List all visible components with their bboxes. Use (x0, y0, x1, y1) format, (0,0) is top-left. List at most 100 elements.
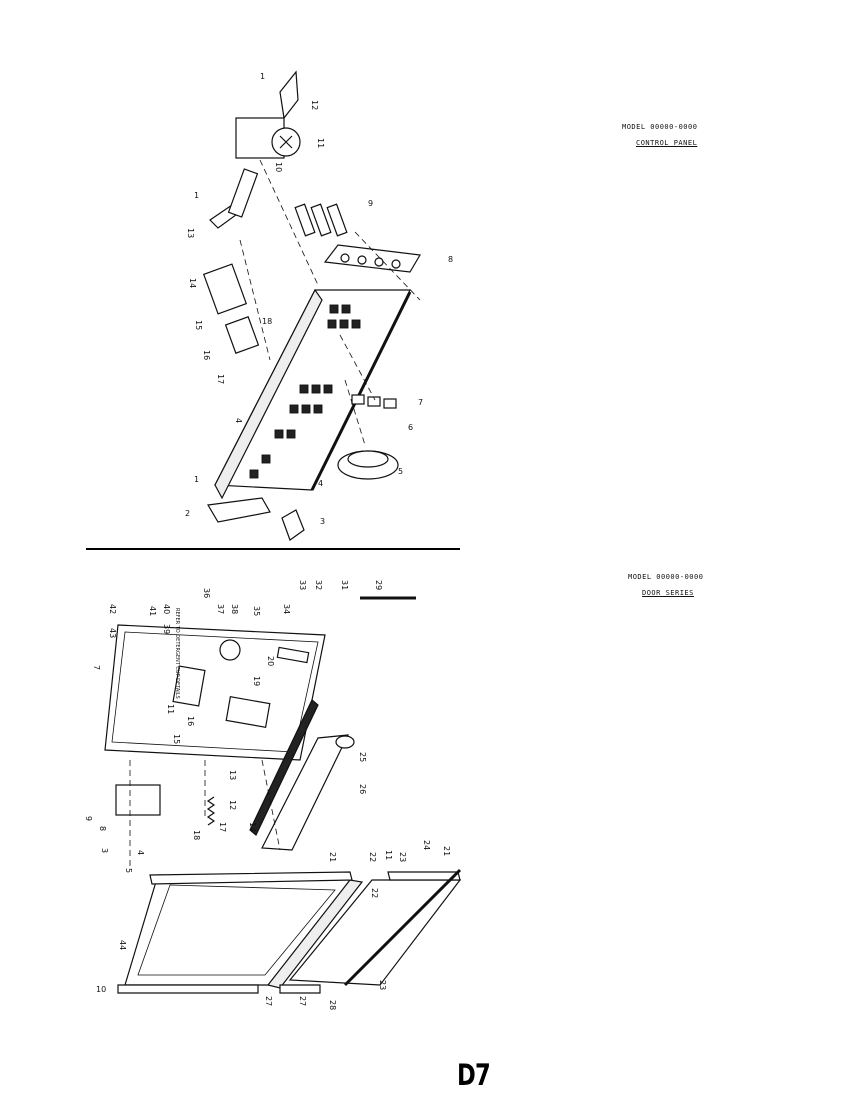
door-seal-strip (249, 699, 319, 836)
callout-17: 17 (218, 822, 227, 832)
callout-26: 26 (358, 784, 367, 794)
control-panel-edge (214, 288, 323, 500)
callout-21: 21 (328, 852, 337, 862)
callout-16: 16 (186, 716, 195, 726)
callout-31: 31 (340, 580, 349, 590)
callout-4: 4 (234, 418, 243, 423)
detergent-cup-note: REFER TO DETERGENT CUP DETAILS (174, 608, 180, 699)
callout-27: 27 (264, 996, 273, 1006)
callout-4: 4 (136, 850, 145, 855)
door-spring (206, 796, 216, 826)
page-number: D7 (457, 1058, 491, 1092)
callout-14: 14 (188, 278, 197, 288)
callout-25: 25 (358, 752, 367, 762)
callout-9: 9 (84, 816, 93, 821)
switch-15 (224, 316, 260, 354)
callout-1: 1 (260, 72, 265, 81)
callout-35: 35 (252, 606, 261, 616)
model-number-text: MODEL 00000-0000 (628, 573, 704, 581)
callout-44: 44 (118, 940, 127, 950)
callout-2: 2 (185, 509, 190, 518)
callout-16: 16 (202, 350, 211, 360)
knob-b (310, 203, 332, 237)
switch-blade (279, 70, 299, 120)
callout-19: 19 (252, 676, 261, 686)
callout-23b: 23 (378, 980, 387, 990)
callout-5: 5 (124, 868, 133, 873)
callout-15: 15 (172, 734, 181, 744)
callout-11: 11 (316, 138, 325, 148)
callout-40: 40 (162, 604, 171, 614)
end-cap-3 (281, 509, 305, 541)
callout-24: 24 (422, 840, 431, 850)
callout-43: 43 (108, 628, 117, 638)
latch-assembly (115, 784, 161, 816)
callout-37: 37 (216, 604, 225, 614)
callout-22b: 22 (370, 888, 379, 898)
lever-10 (227, 168, 259, 218)
callout-1b: 1 (194, 191, 199, 200)
callout-28: 28 (328, 1000, 337, 1010)
callout-12: 12 (228, 800, 237, 810)
bottom-trim (117, 984, 259, 994)
kick-panel (261, 734, 350, 851)
escutcheon-plate (323, 244, 421, 273)
hinge-plate (225, 696, 271, 728)
callout-42: 42 (108, 604, 117, 614)
callout-38: 38 (230, 604, 239, 614)
side-rail (343, 868, 462, 987)
callout-3: 3 (320, 517, 325, 526)
callout-11b: 11 (384, 850, 393, 860)
section-title-door-series: DOOR SERIES (642, 589, 694, 597)
callout-20: 20 (266, 656, 275, 666)
control-panel-model-label: MODEL 00000-0000 CONTROL PANEL (622, 123, 697, 147)
detergent-cup (172, 665, 206, 707)
door-series-callouts: 41 40 39 36 37 38 35 34 33 32 31 29 42 4… (84, 580, 451, 1010)
callout-12: 12 (310, 100, 319, 110)
section-divider (86, 548, 460, 550)
door-series-model-label: MODEL 00000-0000 DOOR SERIES (628, 573, 703, 597)
callout-33: 33 (298, 580, 307, 590)
inner-door-panel (104, 624, 326, 761)
callout-8: 8 (448, 255, 453, 264)
callout-36: 36 (202, 588, 211, 598)
callout-5: 5 (398, 467, 403, 476)
model-number-text: MODEL 00000-0000 (622, 123, 698, 131)
knob-c (326, 203, 348, 237)
callout-1c: 1 (194, 475, 199, 484)
callout-10: 10 (274, 162, 283, 172)
callout-18: 18 (262, 317, 272, 326)
callout-15: 15 (194, 320, 203, 330)
callout-11: 11 (166, 704, 175, 714)
callout-6: 6 (408, 423, 413, 432)
control-panel-front-edge (310, 291, 412, 491)
rinse-dispenser (219, 639, 241, 661)
callout-10: 10 (96, 985, 106, 994)
callout-17: 17 (216, 374, 225, 384)
bottom-trim-short (279, 984, 321, 994)
callout-8: 8 (98, 826, 107, 831)
callout-9: 9 (368, 199, 373, 208)
callout-7: 7 (92, 665, 101, 670)
callout-29: 29 (374, 580, 383, 590)
end-cap-2 (207, 497, 271, 523)
callout-14: 14 (248, 822, 257, 832)
callout-41: 41 (148, 606, 157, 616)
latch (276, 646, 310, 664)
callout-32: 32 (314, 580, 323, 590)
door-assembly (104, 596, 462, 994)
callout-27b: 27 (298, 996, 307, 1006)
section-title-control-panel: CONTROL PANEL (636, 139, 698, 147)
switch-14 (202, 263, 248, 315)
callout-39: 39 (162, 624, 171, 634)
callout-23: 23 (398, 852, 407, 862)
callout-3: 3 (100, 848, 109, 853)
panel-grid (249, 304, 361, 479)
door-side-trim (266, 879, 364, 989)
callout-34: 34 (282, 604, 291, 614)
callout-18: 18 (192, 830, 201, 840)
control-panel-assembly (202, 70, 421, 541)
callout-21b: 21 (442, 846, 451, 856)
